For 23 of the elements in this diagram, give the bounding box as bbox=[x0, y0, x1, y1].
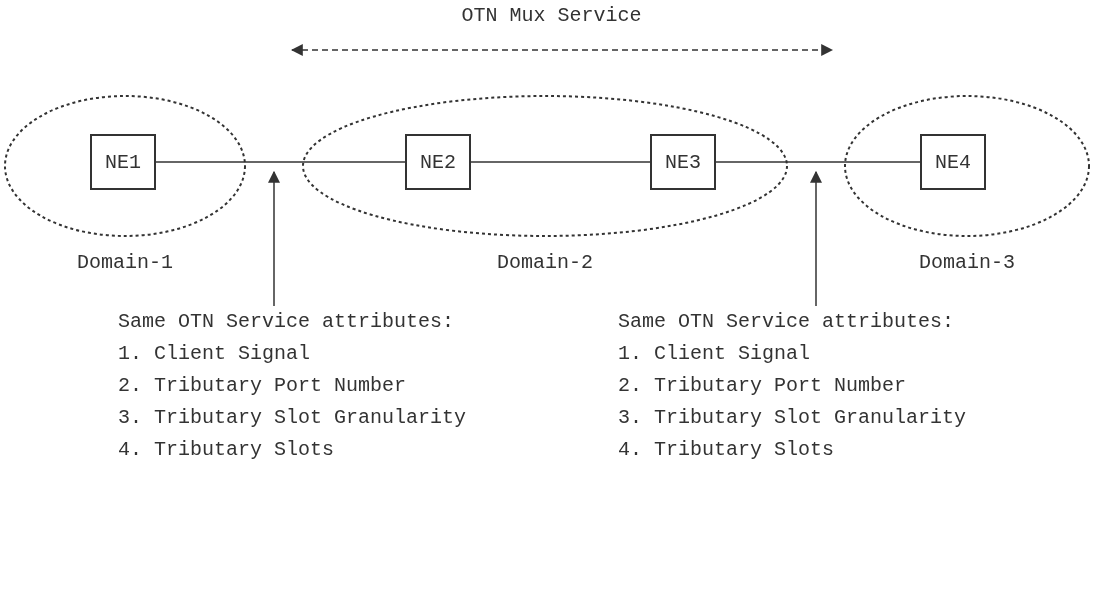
link-line bbox=[155, 161, 406, 163]
attribute-item: 2. Tributary Port Number bbox=[618, 373, 907, 399]
leader-line bbox=[810, 170, 822, 307]
attribute-item: 1. Client Signal bbox=[618, 341, 811, 367]
domain-label: Domain-1 bbox=[76, 251, 174, 274]
domain-label: Domain-2 bbox=[496, 251, 594, 274]
leader-line bbox=[268, 170, 280, 307]
network-element-box: NE3 bbox=[650, 134, 716, 190]
attributes-heading: Same OTN Service attributes: bbox=[618, 309, 955, 335]
network-element-box: NE4 bbox=[920, 134, 986, 190]
domain-label: Domain-3 bbox=[918, 251, 1016, 274]
attribute-item: 3. Tributary Slot Granularity bbox=[618, 405, 967, 431]
attribute-item: 2. Tributary Port Number bbox=[118, 373, 407, 399]
link-line bbox=[715, 161, 921, 163]
network-element-box: NE1 bbox=[90, 134, 156, 190]
diagram-title: OTN Mux Service bbox=[460, 4, 643, 27]
attributes-heading: Same OTN Service attributes: bbox=[118, 309, 455, 335]
link-line bbox=[470, 161, 651, 163]
attribute-item: 4. Tributary Slots bbox=[618, 437, 835, 463]
attribute-item: 3. Tributary Slot Granularity bbox=[118, 405, 467, 431]
network-element-box: NE2 bbox=[405, 134, 471, 190]
attribute-item: 4. Tributary Slots bbox=[118, 437, 335, 463]
attribute-item: 1. Client Signal bbox=[118, 341, 311, 367]
